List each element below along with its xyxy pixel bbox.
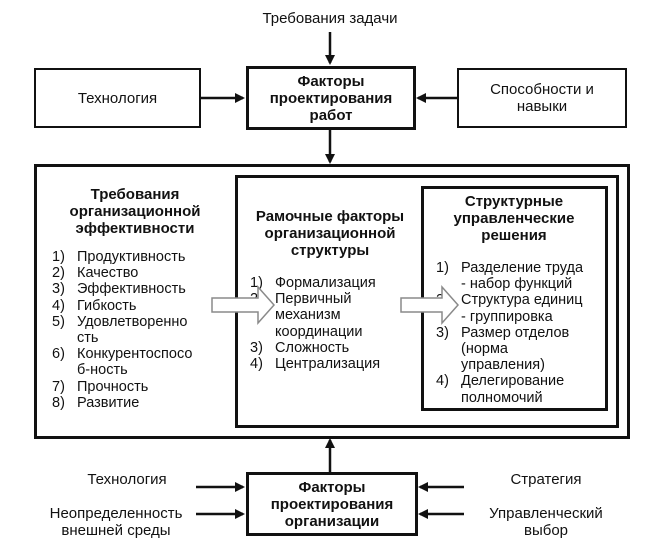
- structural-item: 1)Разделение труда - набор функций: [436, 260, 584, 293]
- framework-item: 1)Формализация: [250, 275, 376, 291]
- structural-title: Структурные управленческие решения: [453, 193, 575, 244]
- framework-item: 2)Первичный механизм координации: [250, 291, 363, 340]
- framework-item: 3)Сложность: [250, 339, 350, 356]
- abilities-skills-box: Способности и навыки: [457, 68, 627, 128]
- efficiency-item: 5)Удовлетворенно сть: [52, 313, 188, 347]
- technology-label: Технология: [77, 89, 158, 107]
- efficiency-item: 4)Гибкость: [52, 297, 137, 314]
- framework-list: 1)Формализация 2)Первичный механизм коор…: [250, 275, 410, 372]
- structural-item: 2)Структура единиц - группировка: [436, 292, 583, 325]
- efficiency-item: 7)Прочность: [52, 378, 149, 395]
- bottom-technology-label: Технология: [87, 471, 167, 488]
- org-design-factors-box: Факторы проектирования организации: [246, 472, 418, 536]
- structural-list: 1)Разделение труда - набор функций 2)Стр…: [436, 260, 606, 406]
- task-requirements-label: Требования задачи: [262, 9, 398, 27]
- structural-item: 4)Делегирование полномочий: [436, 373, 565, 406]
- strategy-label: Стратегия: [510, 471, 582, 488]
- efficiency-list: 1)Продуктивность 2)Качество 3)Эффективно…: [52, 249, 228, 411]
- efficiency-item: 8)Развитие: [52, 394, 140, 411]
- work-design-factors-box: Факторы проектирования работ: [246, 66, 416, 130]
- work-design-factors-label: Факторы проектирования работ: [269, 72, 393, 124]
- uncertainty-label: Неопределенность внешней среды: [49, 505, 183, 539]
- structural-item: 3)Размер отделов (норма управления): [436, 324, 570, 374]
- framework-item: 4)Централизация: [250, 356, 381, 373]
- efficiency-title: Требования организационной эффективности: [69, 186, 201, 237]
- efficiency-item: 1)Продуктивность: [52, 249, 186, 265]
- org-design-factors-label: Факторы проектирования организации: [270, 478, 394, 530]
- framework-title: Рамочные факторы организационной структу…: [255, 208, 405, 259]
- abilities-skills-label: Способности и навыки: [490, 81, 594, 115]
- management-choice-label: Управленческий выбор: [489, 505, 603, 539]
- efficiency-item: 6)Конкурентоспосо б-ность: [52, 346, 193, 379]
- efficiency-item: 2)Качество: [52, 265, 139, 282]
- efficiency-item: 3)Эффективность: [52, 281, 186, 298]
- technology-box: Технология: [34, 68, 201, 128]
